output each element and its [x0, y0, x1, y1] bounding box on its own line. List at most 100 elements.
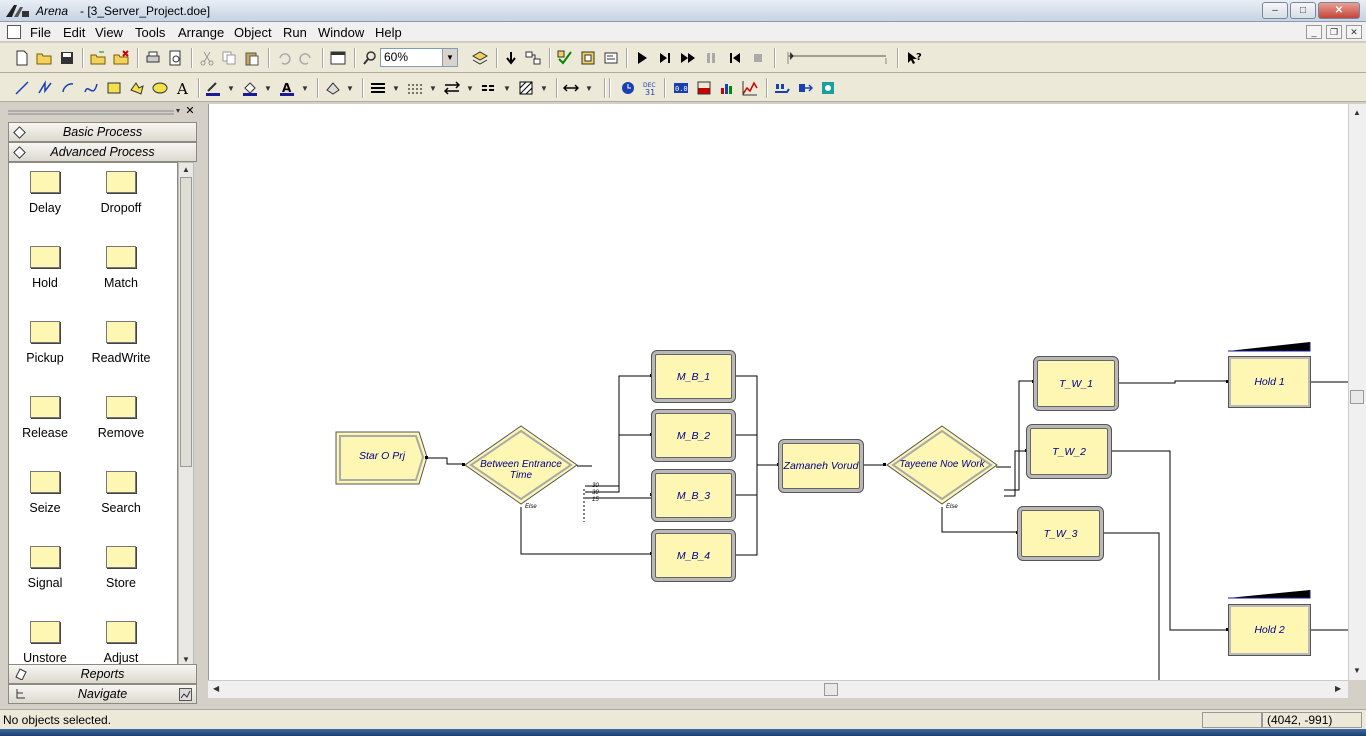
menu-file[interactable]: File	[30, 25, 51, 40]
scroll-up-icon[interactable]: ▲	[182, 165, 190, 174]
fill-color-dropdown-icon[interactable]: ▼	[264, 84, 272, 93]
module-remove[interactable]: Remove	[81, 396, 161, 440]
pause-icon[interactable]	[703, 50, 719, 66]
arrow-style-dropdown-icon[interactable]: ▼	[466, 84, 474, 93]
module-release[interactable]: Release	[9, 396, 85, 440]
bezier-tool-icon[interactable]	[83, 80, 99, 96]
hold-module-1[interactable]: Hold 1	[1228, 356, 1311, 408]
copy-icon[interactable]	[221, 50, 237, 66]
command-icon[interactable]	[603, 50, 619, 66]
variable-icon[interactable]: 0.0	[673, 80, 689, 96]
line-color-dropdown-icon[interactable]: ▼	[227, 84, 235, 93]
menu-view[interactable]: View	[95, 25, 123, 40]
line-style-icon[interactable]	[407, 80, 423, 96]
module-unstore[interactable]: Unstore	[9, 621, 85, 665]
start-over-icon[interactable]	[727, 50, 743, 66]
module-signal[interactable]: Signal	[9, 546, 85, 590]
submodel-down-icon[interactable]	[503, 50, 519, 66]
hold-module-2[interactable]: Hold 2	[1228, 604, 1311, 656]
print-preview-icon[interactable]	[167, 50, 183, 66]
canvas-vertical-scrollbar[interactable]: ▲ ▼	[1348, 104, 1366, 680]
module-hold[interactable]: Hold	[9, 246, 85, 290]
canvas-hscroll-thumb[interactable]	[824, 683, 838, 696]
check-model-icon[interactable]	[557, 50, 573, 66]
module-seize[interactable]: Seize	[9, 471, 85, 515]
process-m-b-1[interactable]: M_B_1	[651, 350, 736, 403]
open-folder-icon[interactable]	[36, 50, 52, 66]
close-button[interactable]: ✕	[1318, 2, 1360, 19]
histogram-icon[interactable]	[719, 80, 735, 96]
chevron-down-icon[interactable]: ▼	[442, 49, 457, 66]
ellipse-tool-icon[interactable]	[152, 80, 168, 96]
cut-icon[interactable]	[199, 50, 215, 66]
zoom-select[interactable]: 60% ▼	[380, 48, 458, 67]
create-label[interactable]: Star O Prj	[358, 450, 406, 462]
menu-window[interactable]: Window	[318, 25, 365, 40]
menu-arrange[interactable]: Arrange	[178, 25, 225, 40]
fast-forward-icon[interactable]	[680, 50, 696, 66]
polygon-tool-icon[interactable]	[129, 80, 145, 96]
redo-icon[interactable]	[298, 50, 314, 66]
scroll-down-icon[interactable]: ▼	[1353, 666, 1361, 675]
text-color-dropdown-icon[interactable]: ▼	[301, 84, 309, 93]
line-tool-icon[interactable]	[14, 80, 30, 96]
dash-style-icon[interactable]	[481, 80, 497, 96]
template-attach-icon[interactable]	[90, 50, 106, 66]
scroll-down-icon[interactable]: ▼	[182, 655, 190, 664]
text-tool-icon[interactable]: A	[175, 80, 191, 96]
line-width-dropdown-icon[interactable]: ▼	[392, 84, 400, 93]
panel-reports[interactable]: Reports	[8, 664, 197, 684]
zoom-icon[interactable]	[362, 50, 378, 66]
line-style-dropdown-icon[interactable]: ▼	[429, 84, 437, 93]
project-bar-close-icon[interactable]: ✕	[185, 105, 195, 117]
menu-object[interactable]: Object	[234, 25, 272, 40]
navigate-thumbnail-icon[interactable]	[179, 688, 192, 701]
menu-help[interactable]: Help	[375, 25, 402, 40]
palette-scroll-thumb[interactable]	[180, 177, 192, 467]
panel-advanced-process[interactable]: Advanced Process	[8, 142, 197, 162]
global-picture-icon[interactable]	[820, 80, 836, 96]
print-icon[interactable]	[145, 50, 161, 66]
module-pickup[interactable]: Pickup	[9, 321, 85, 365]
line-color-icon[interactable]	[205, 80, 221, 96]
paste-icon[interactable]	[244, 50, 260, 66]
decide2-label[interactable]: Tayeene Noe Work	[899, 459, 985, 470]
fill-color-icon[interactable]	[242, 80, 258, 96]
module-delay[interactable]: Delay	[9, 171, 85, 215]
animation-speed-slider[interactable]	[782, 48, 890, 68]
doc-restore-button[interactable]: ❐	[1326, 25, 1342, 39]
arrow-style-icon[interactable]	[444, 80, 460, 96]
polyline-tool-icon[interactable]	[37, 80, 53, 96]
scroll-left-icon[interactable]: ◀	[213, 684, 220, 693]
dash-style-dropdown-icon[interactable]: ▼	[503, 84, 511, 93]
background-color-dropdown-icon[interactable]: ▼	[346, 84, 354, 93]
context-help-icon[interactable]: ?	[906, 50, 922, 66]
menu-run[interactable]: Run	[283, 25, 307, 40]
clock-icon[interactable]	[620, 80, 636, 96]
setup-icon[interactable]	[580, 50, 596, 66]
process-t-w-2[interactable]: T_W_2	[1026, 424, 1112, 479]
toggle-view-icon[interactable]	[330, 50, 346, 66]
template-detach-icon[interactable]	[113, 50, 129, 66]
align-icon[interactable]	[563, 80, 579, 96]
process-t-w-3[interactable]: T_W_3	[1017, 506, 1104, 561]
module-adjust[interactable]: Adjust	[81, 621, 161, 665]
menu-tools[interactable]: Tools	[135, 25, 166, 40]
document-icon[interactable]	[7, 25, 21, 39]
layers-icon[interactable]	[472, 50, 488, 66]
plot-icon[interactable]	[742, 80, 758, 96]
box-tool-icon[interactable]	[106, 80, 122, 96]
minimize-button[interactable]: –	[1262, 2, 1288, 19]
save-icon[interactable]	[59, 50, 75, 66]
arc-tool-icon[interactable]	[60, 80, 76, 96]
module-search[interactable]: Search	[81, 471, 161, 515]
model-window[interactable]: Star O Prj Between Entrance Time Tayeene…	[208, 104, 1348, 680]
text-color-icon[interactable]: A	[279, 80, 295, 96]
fill-pattern-dropdown-icon[interactable]: ▼	[540, 84, 548, 93]
assign-zamaneh-vorud[interactable]: Zamaneh Vorud	[778, 439, 864, 493]
step-icon[interactable]	[657, 50, 673, 66]
module-readwrite[interactable]: ReadWrite	[81, 321, 161, 365]
process-m-b-3[interactable]: M_B_3	[651, 469, 736, 522]
process-m-b-2[interactable]: M_B_2	[651, 409, 736, 462]
